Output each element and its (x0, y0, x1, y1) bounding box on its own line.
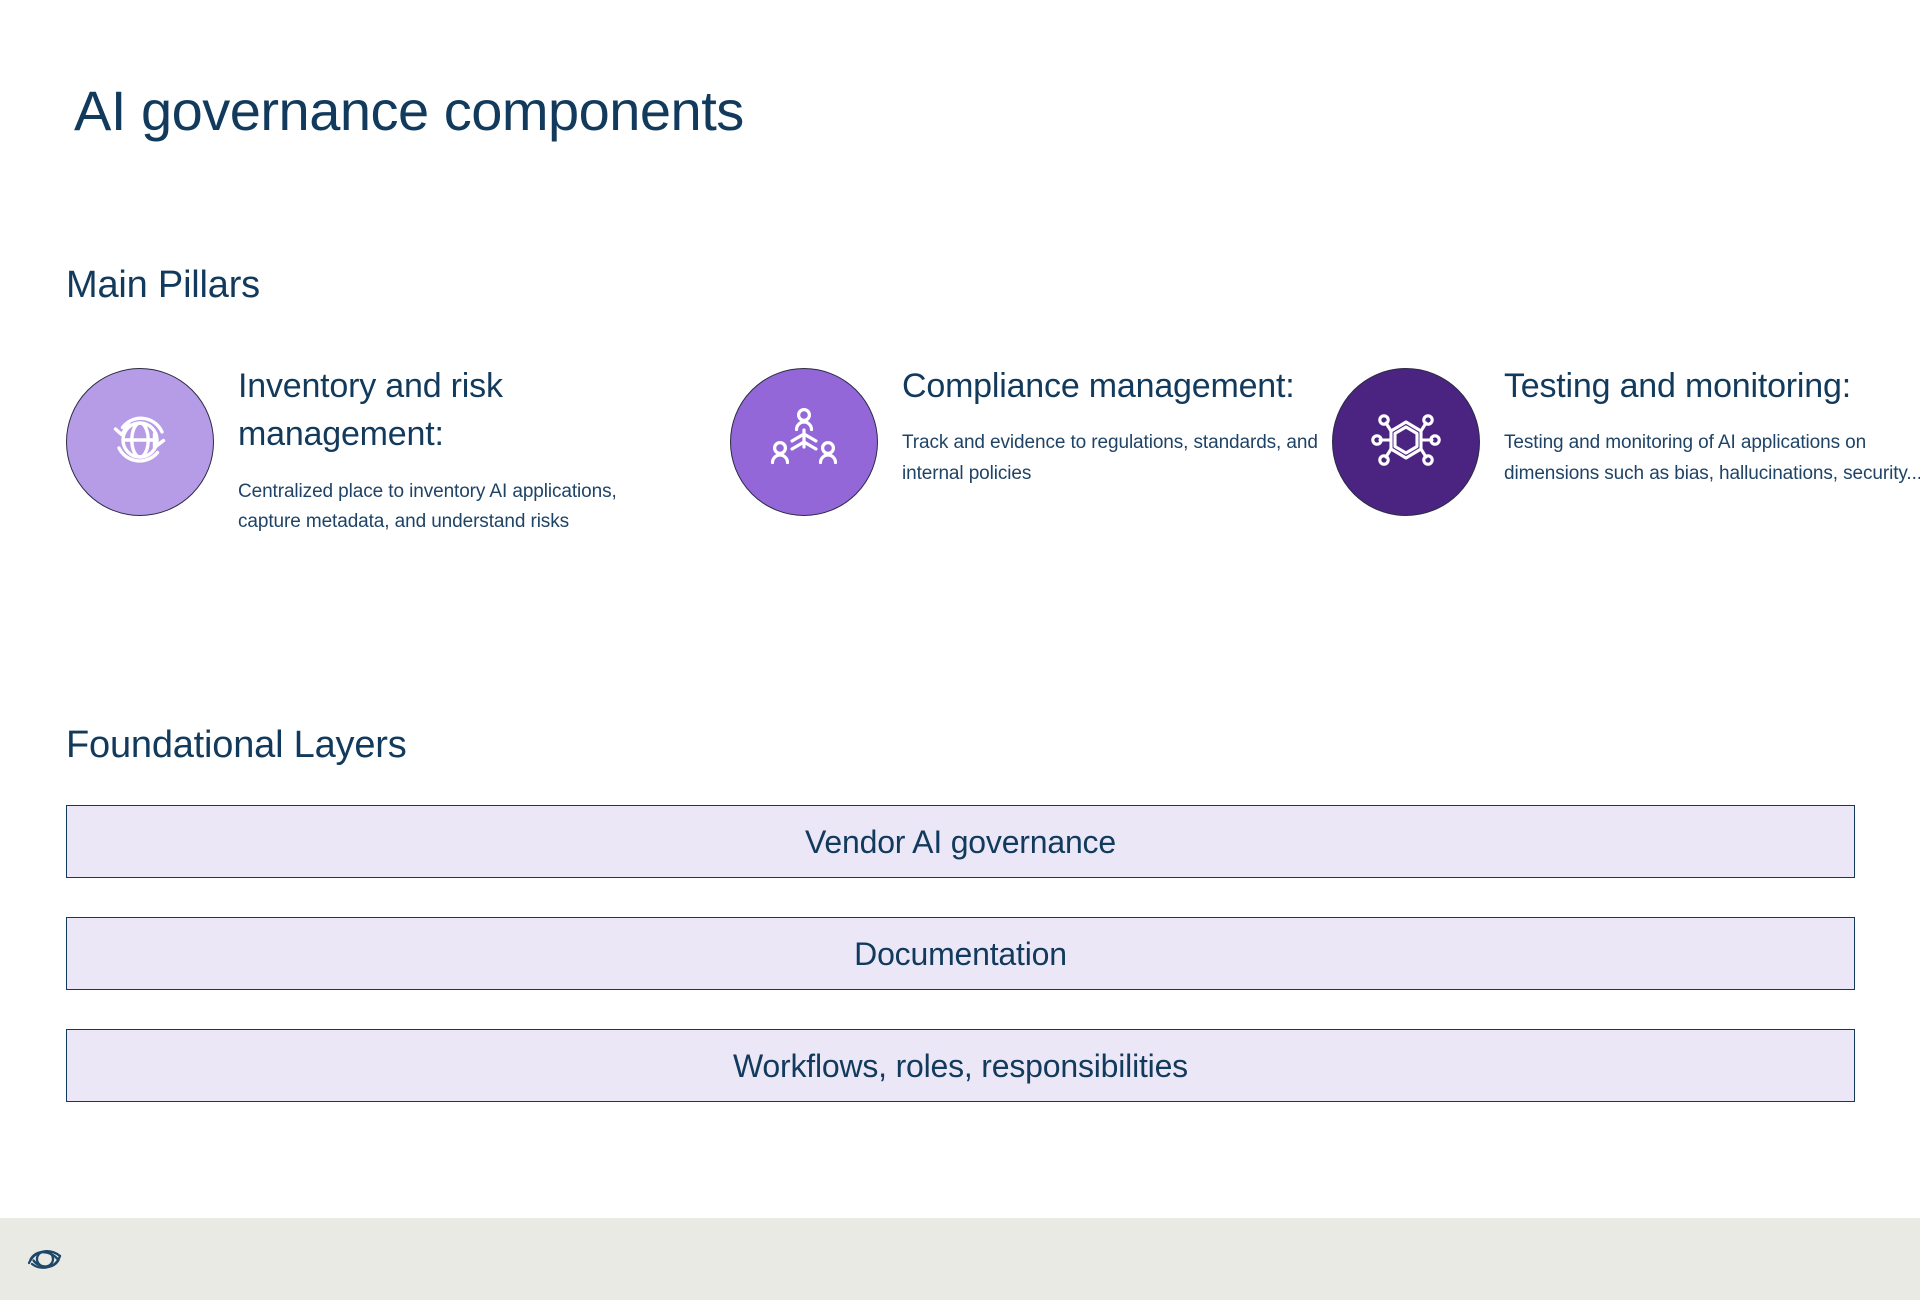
pillar-icon-circle (730, 368, 878, 516)
pillar-description: Testing and monitoring of AI application… (1504, 432, 1920, 485)
foundational-layers-heading: Foundational Layers (66, 724, 407, 766)
layer-bar-workflows-roles-responsibilities[interactable]: Workflows, roles, responsibilities (66, 1029, 1855, 1102)
pillar-title: Inventory and risk management: (238, 367, 503, 454)
layer-label: Workflows, roles, responsibilities (733, 1047, 1188, 1084)
pillar-text-block: Inventory and risk management: Centraliz… (238, 362, 658, 538)
pillar-text-block: Compliance management: Track and evidenc… (902, 362, 1322, 490)
pillars-row: Inventory and risk management: Centraliz… (0, 367, 1920, 608)
pillar-text-block: Testing and monitoring: Testing and moni… (1504, 362, 1920, 490)
page-title: AI governance components (74, 79, 744, 142)
footer-bar (0, 1218, 1920, 1300)
layer-label: Documentation (854, 935, 1067, 972)
pillar-icon-circle (1332, 368, 1480, 516)
layer-bar-documentation[interactable]: Documentation (66, 917, 1855, 990)
pillar-description: Track and evidence to regulations, stand… (902, 432, 1318, 485)
layer-bar-vendor-ai-governance[interactable]: Vendor AI governance (66, 805, 1855, 878)
pillar-compliance-management[interactable]: Compliance management: Track and evidenc… (730, 367, 1330, 608)
layer-label: Vendor AI governance (805, 823, 1116, 860)
pillar-icon-circle (66, 368, 214, 516)
pillar-title: Testing and monitoring: (1504, 367, 1851, 405)
pillar-title: Compliance management: (902, 367, 1295, 405)
pillar-description: Centralized place to inventory AI applic… (238, 480, 617, 533)
hexagon-molecule-icon (1369, 403, 1443, 482)
pillar-testing-monitoring[interactable]: Testing and monitoring: Testing and moni… (1332, 367, 1920, 608)
main-pillars-heading: Main Pillars (66, 264, 260, 306)
credo-eye-logo-icon (24, 1238, 66, 1280)
foundational-layers-stack: Vendor AI governance Documentation Workf… (66, 805, 1855, 1141)
people-network-icon (768, 404, 840, 481)
pillar-inventory-risk-management[interactable]: Inventory and risk management: Centraliz… (66, 367, 666, 608)
globe-refresh-icon (101, 401, 179, 484)
